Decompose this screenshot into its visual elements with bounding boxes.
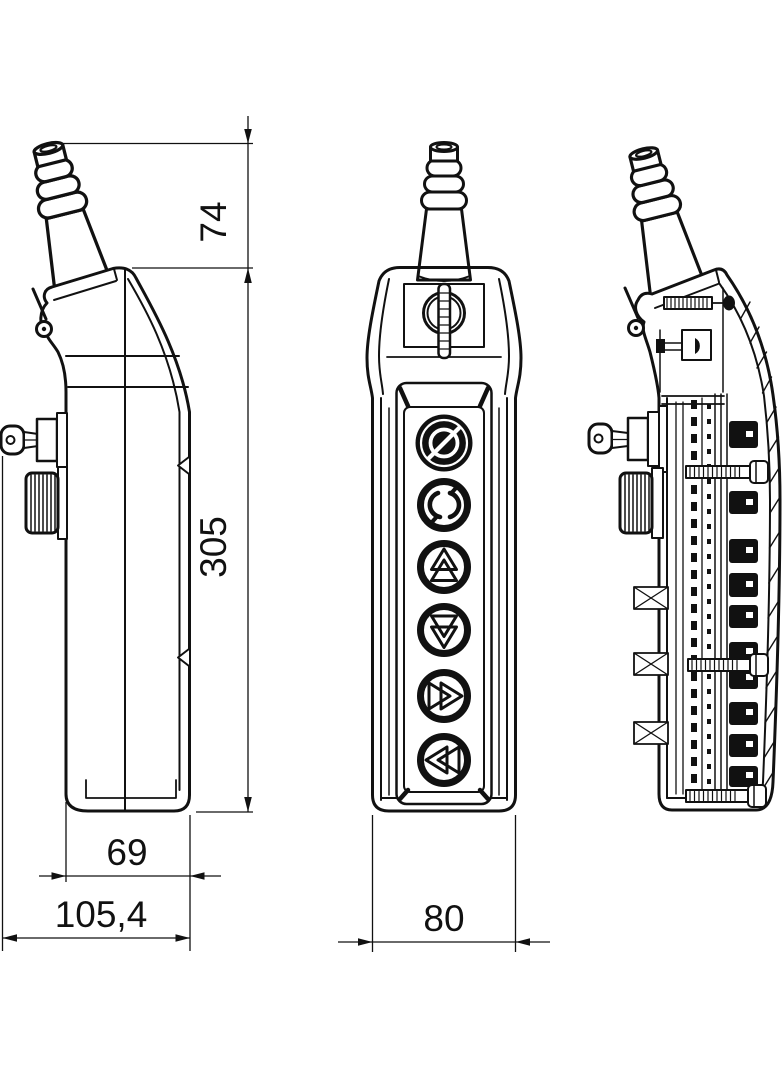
left-side-view (0, 135, 191, 813)
key (0, 424, 39, 456)
front-view (365, 141, 523, 813)
double-triangle-up-icon (430, 547, 458, 582)
double-triangle-down-icon (430, 614, 458, 649)
dimension-gland-height: 74 (62, 116, 253, 283)
contact-blocks (729, 421, 758, 787)
circle-slash-icon (426, 425, 462, 461)
housing-outline (365, 266, 523, 813)
dimension-overall-depth: 105,4 (1, 456, 190, 951)
cover-screw (422, 282, 466, 360)
double-triangle-left-icon (424, 745, 461, 775)
hanger-hook (31, 287, 53, 338)
dimension-body-height: 305 (193, 268, 253, 813)
circular-arrows-icon (427, 486, 462, 524)
up-button (417, 540, 471, 594)
forward-button (417, 669, 471, 723)
right-side-view (587, 140, 782, 812)
key-switch (35, 412, 68, 468)
assembly-screw (685, 460, 769, 484)
dim-label-105-4: 105,4 (55, 894, 148, 935)
start-reset-button (417, 478, 471, 532)
key (587, 422, 629, 455)
dim-label-305: 305 (193, 516, 234, 578)
selector-knob (24, 466, 68, 540)
dimension-body-width: 80 (338, 815, 550, 952)
parting-mark (177, 456, 190, 475)
hanger-hook (623, 286, 645, 337)
double-triangle-right-icon (427, 681, 464, 711)
dim-label-69: 69 (106, 832, 147, 873)
reverse-button (417, 733, 471, 787)
selector-knob (618, 467, 664, 539)
mounting-bosses (633, 586, 669, 745)
assembly-screw (685, 784, 767, 808)
down-button (417, 603, 471, 657)
emergency-stop-button (415, 414, 473, 472)
section-hatch (740, 301, 781, 789)
dim-label-74: 74 (193, 201, 234, 242)
housing-outline (39, 266, 191, 813)
cable-gland-icon (416, 141, 472, 282)
dimension-body-depth: 69 (39, 802, 221, 951)
assembly-screw (687, 653, 769, 677)
dim-label-80: 80 (423, 898, 464, 939)
parting-mark (177, 648, 190, 667)
cable-gland-icon (614, 140, 707, 298)
key-switch (626, 405, 668, 473)
gland-screw (663, 295, 735, 311)
